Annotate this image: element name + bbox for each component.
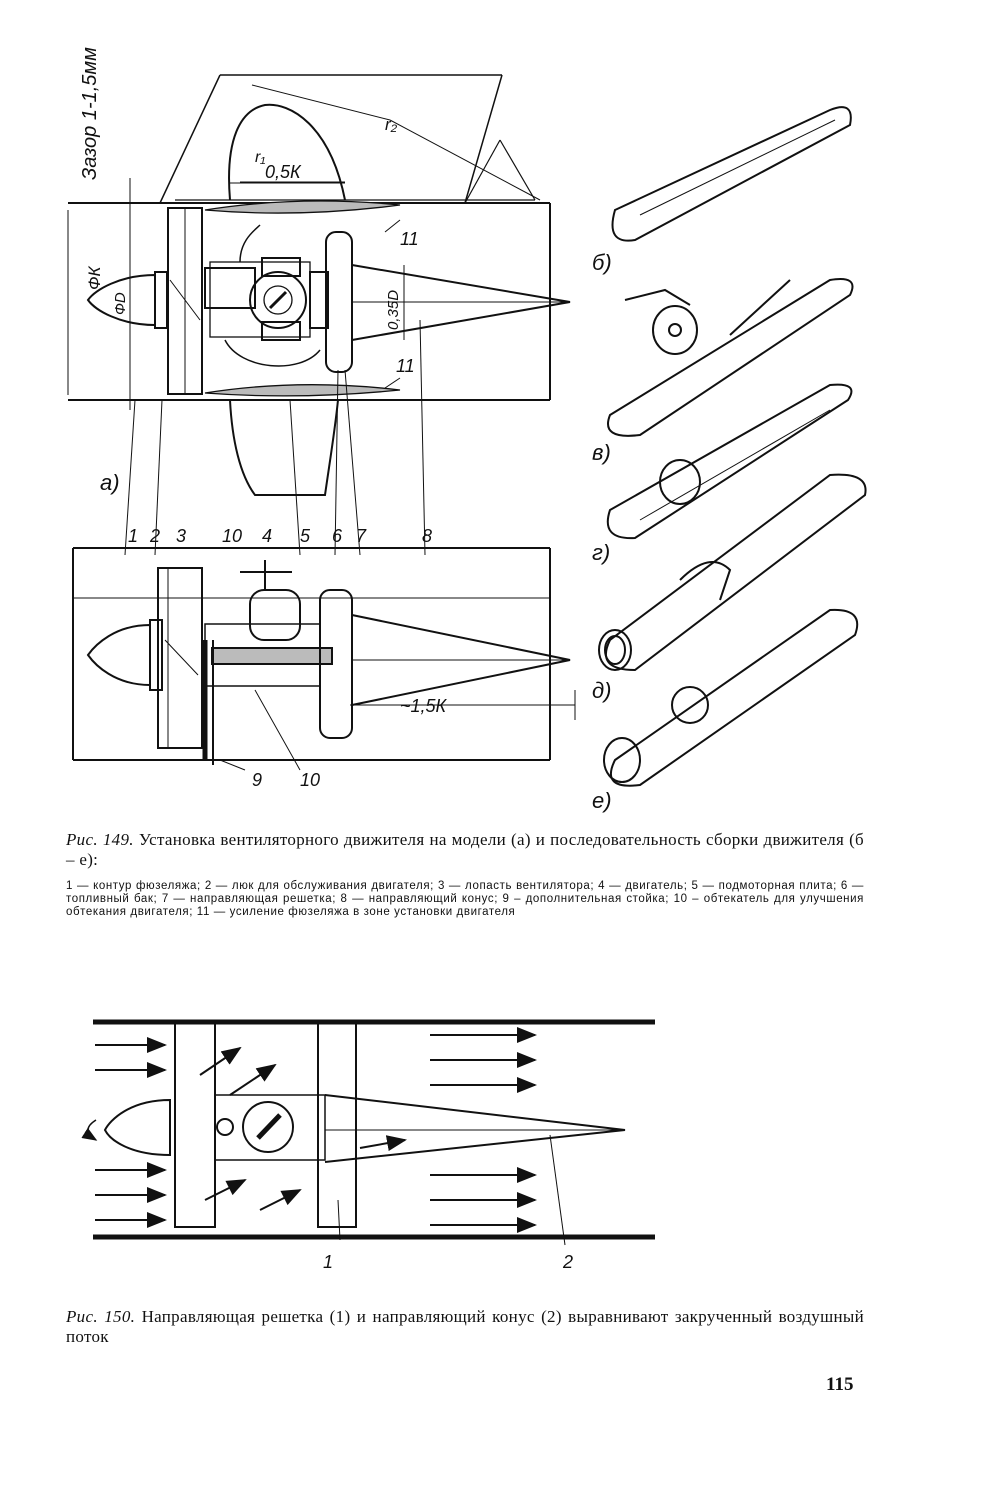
figure-150-caption-prefix: Рис. 150. [66,1307,136,1326]
subfig-label-b: б) [592,250,612,275]
dim-gap: Зазор 1-1,5мм [79,47,101,180]
figure-149-legend: 1 — контур фюзеляжа; 2 — люк для обслужи… [66,880,864,918]
figure-150-caption: Рис. 150. Направляющая решетка (1) и нап… [66,1307,864,1347]
figure-149a-top-view: Зазор 1-1,5мм ФК ФD 0,5К r₁ r₂ 0,35D ~1,… [0,0,600,820]
callout-5: 5 [300,526,311,546]
subfig-label-g: г) [592,540,610,565]
fig150-callout-2: 2 [562,1252,573,1272]
figure-149-assembly-sequence: б) в) г) д) е) [580,80,890,820]
dim-phi-d: ФD [112,292,129,315]
callout-11a: 11 [400,229,419,249]
callout-4: 4 [262,526,272,546]
figure-149-caption-prefix: Рис. 149. [66,830,134,849]
subfig-label-a: а) [100,470,120,495]
dim-half-k: 0,5К [265,162,302,182]
figure-149-caption: Рис. 149. Установка вентиляторного движи… [66,830,864,870]
dim-1-5k: ~1,5К [400,696,448,716]
subfig-label-v: в) [592,440,611,465]
dim-r1: r₁ [255,149,265,166]
subfig-label-d: д) [592,678,612,703]
subfig-label-e: е) [592,788,612,813]
page-number: 115 [826,1374,854,1395]
callout-1: 1 [128,526,138,546]
figure-150-flow-diagram: 1 2 [0,1000,700,1290]
callout-10b: 10 [300,770,320,790]
callout-3: 3 [176,526,186,546]
figure-149-caption-text: Установка вентиляторного движителя на мо… [66,830,864,869]
callout-9: 9 [252,770,262,790]
callout-2: 2 [149,526,160,546]
callout-10a: 10 [222,526,242,546]
dim-035d: 0,35D [385,290,402,330]
dim-r2: r₂ [385,115,398,134]
figure-150-caption-text: Направляющая решетка (1) и направляющий … [66,1307,864,1346]
callout-7: 7 [356,526,367,546]
callout-8: 8 [422,526,432,546]
callout-11b: 11 [396,356,415,376]
fig150-callout-1: 1 [323,1252,333,1272]
callout-6: 6 [332,526,343,546]
dim-phi-k: ФК [85,265,104,290]
